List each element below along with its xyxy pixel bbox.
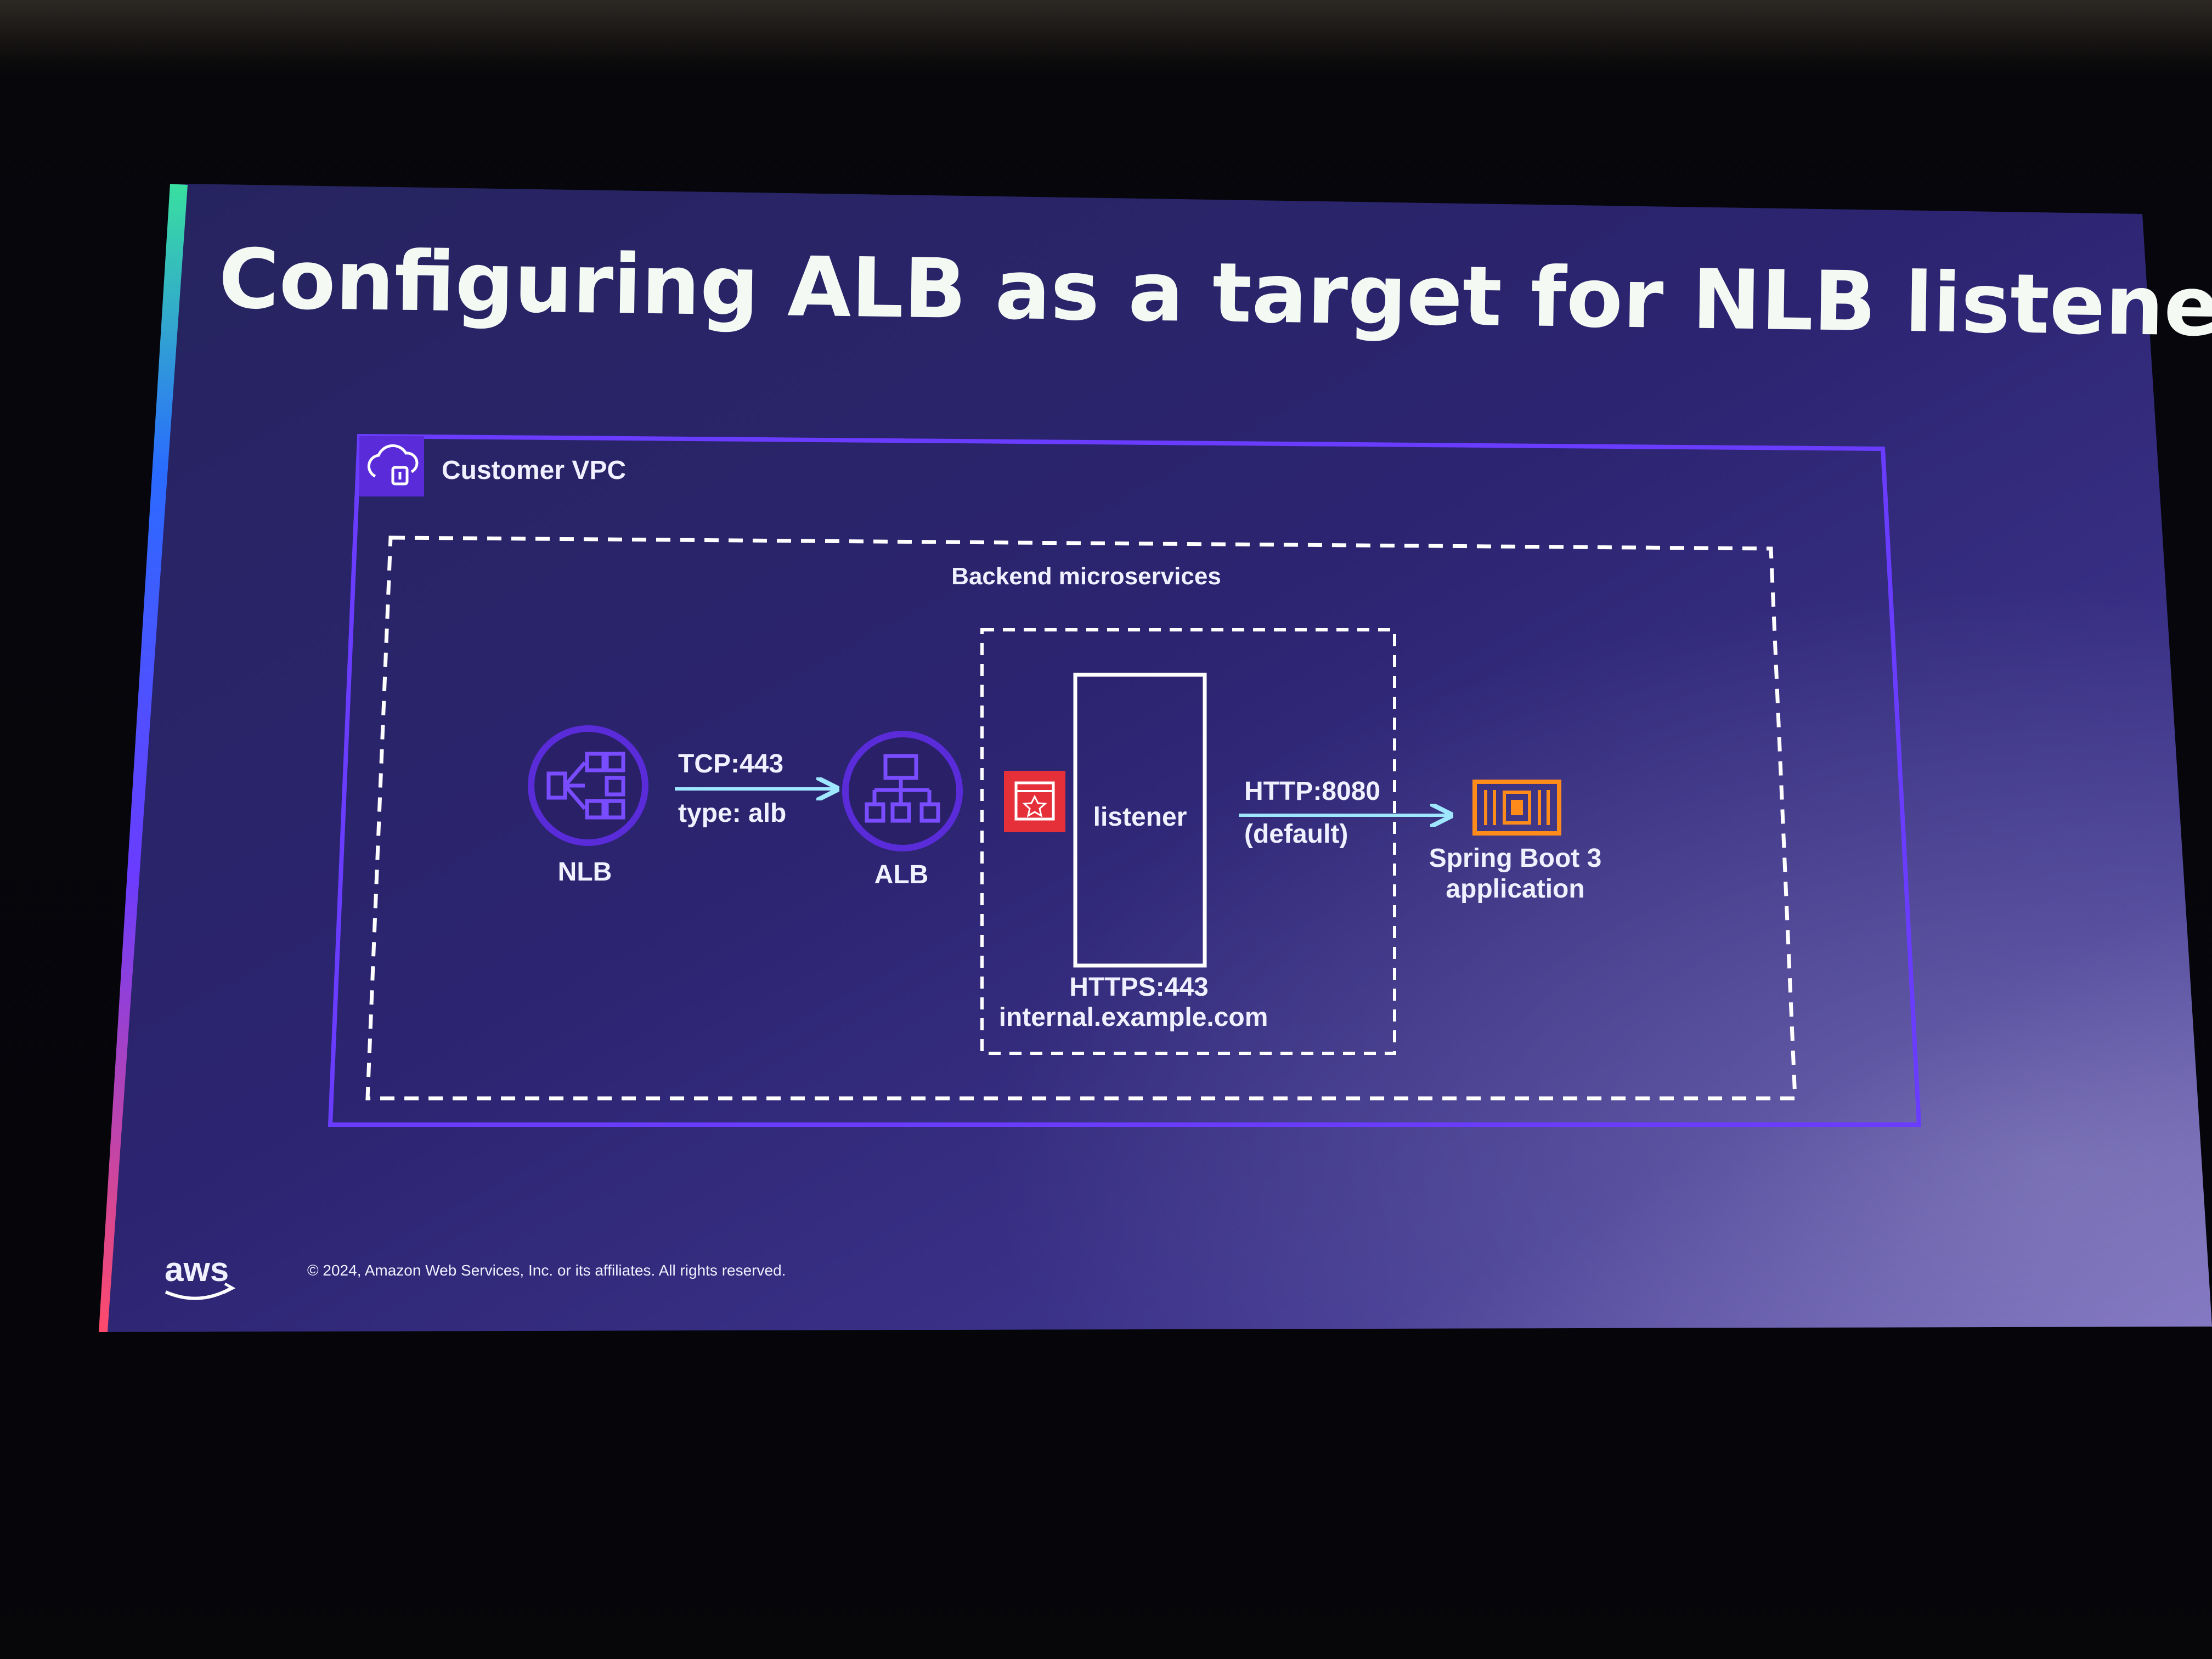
listener-label: listener (1093, 803, 1187, 832)
certificate-icon (1004, 771, 1065, 832)
app-label-line1: Spring Boot 3 (1429, 844, 1602, 873)
network-load-balancer-icon (528, 725, 648, 846)
nlb-to-alb-protocol: TCP:443 (678, 749, 783, 778)
backend-microservices-group (365, 535, 1797, 1101)
app-label-line2: application (1446, 874, 1584, 904)
listener-to-app-protocol: HTTP:8080 (1244, 777, 1380, 806)
listener-to-app-default: (default) (1244, 820, 1348, 849)
application-load-balancer-icon (842, 731, 963, 851)
copyright-footer: © 2024, Amazon Web Services, Inc. or its… (307, 1262, 786, 1279)
aws-logo: aws (165, 1251, 236, 1300)
slide-accent-bar (99, 184, 188, 1332)
group-label: Backend microservices (951, 563, 1221, 590)
listener-group (980, 628, 1396, 1055)
svg-text:aws: aws (165, 1251, 229, 1289)
slide-glare (100, 184, 2212, 1332)
nlb-label: NLB (558, 857, 612, 887)
vpc-label: Customer VPC (442, 456, 626, 485)
ec2-instance-icon (1472, 780, 1561, 836)
listener-box (1073, 673, 1207, 968)
customer-vpc-boundary (328, 433, 1922, 1127)
listener-port: HTTPS:443 (1069, 973, 1208, 1002)
nlb-to-alb-target-type: type: alb (678, 799, 786, 828)
ceiling (0, 0, 2212, 66)
vpc-cloud-lock-icon (359, 436, 424, 496)
listener-domain: internal.example.com (999, 1003, 1268, 1032)
alb-label: ALB (874, 860, 929, 889)
